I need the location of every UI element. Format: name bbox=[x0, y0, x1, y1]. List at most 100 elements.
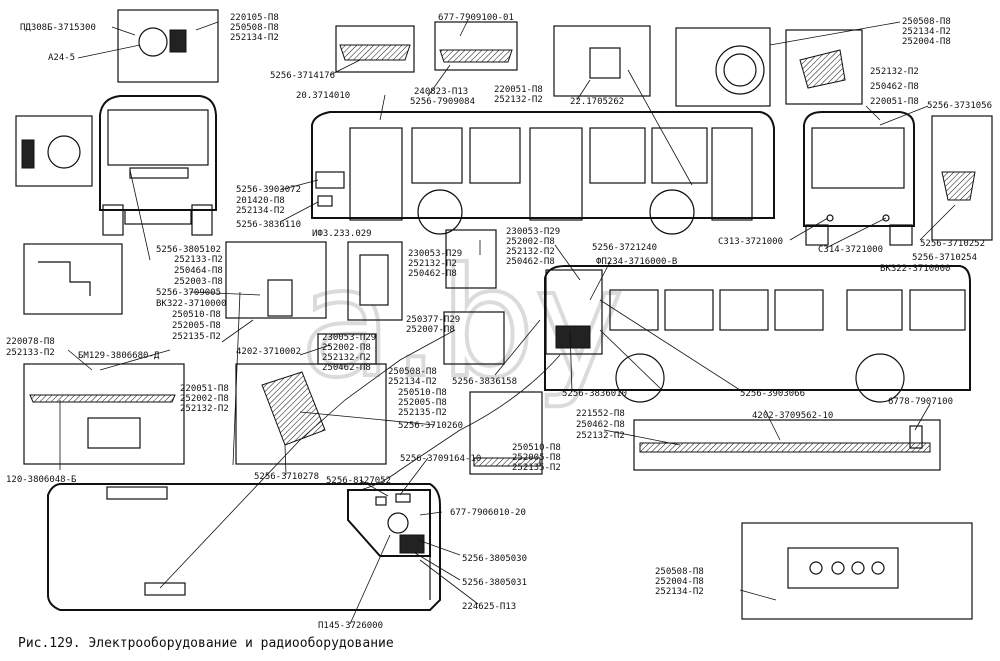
label-v5256-3805102: 5256-3805102 bbox=[156, 245, 221, 255]
figure-caption: Рис.129. Электрооборудование и радиообор… bbox=[18, 636, 394, 651]
label-v5256-3805030: 5256-3805030 bbox=[462, 554, 527, 564]
label-k15a: 250510-П8 bbox=[398, 388, 447, 398]
label-k16b: 250462-П8 bbox=[576, 420, 625, 430]
inset-cable-box bbox=[469, 391, 543, 475]
bus-side-view-lower bbox=[544, 265, 971, 403]
label-pd: ПД308Б-3715300 bbox=[20, 23, 96, 33]
label-k6a: 252133-П2 bbox=[174, 255, 223, 265]
label-v120: 120-3806048-Б bbox=[6, 475, 76, 485]
label-k1a: 220105-П8 bbox=[230, 13, 279, 23]
inset-radio-box bbox=[741, 522, 973, 620]
label-k12b: 252133-П2 bbox=[6, 348, 55, 358]
label-k2b: 252132-П2 bbox=[494, 95, 543, 105]
label-k4a: 252132-П2 bbox=[870, 67, 919, 77]
label-v5256-3836158: 5256-3836158 bbox=[452, 377, 517, 387]
label-k15c: 252135-П2 bbox=[398, 408, 447, 418]
label-v5256-3710278: 5256-3710278 bbox=[254, 472, 319, 482]
inset-relay-box bbox=[347, 241, 403, 321]
label-k13a: 220051-П8 bbox=[180, 384, 229, 394]
label-k17a: 250510-П8 bbox=[512, 443, 561, 453]
label-v6778: 6778-7907100 bbox=[888, 397, 953, 407]
label-k1b: 250508-П8 bbox=[230, 23, 279, 33]
bus-side-view bbox=[311, 111, 775, 235]
label-v5256-3836110: 5256-3836110 bbox=[236, 220, 301, 230]
label-v20-3714010: 20.3714010 bbox=[296, 91, 350, 101]
label-k9a: 230053-П29 bbox=[506, 227, 560, 237]
part-labels: ПД308Б-3715300 А24-5 220105-П8 250508-П8… bbox=[6, 13, 992, 631]
inset-bracket-box bbox=[785, 29, 863, 105]
label-p145: П145-3726000 bbox=[318, 621, 383, 631]
label-v677-7909100: 677-7909100-01 bbox=[438, 13, 514, 23]
label-k1c: 252134-П2 bbox=[230, 33, 279, 43]
label-k14b: 252134-П2 bbox=[388, 377, 437, 387]
label-k11d: 250462-П8 bbox=[322, 363, 371, 373]
label-k7b: 252005-П8 bbox=[172, 321, 221, 331]
label-k14a: 250508-П8 bbox=[388, 367, 437, 377]
label-k7c: 252135-П2 bbox=[172, 332, 221, 342]
label-k3a: 250508-П8 bbox=[902, 17, 951, 27]
inset-speaker-box bbox=[434, 21, 518, 71]
label-v5256-8127052: 5256-8127052 bbox=[326, 476, 391, 486]
label-v5256-3709164: 5256-3709164-10 bbox=[400, 454, 481, 464]
label-bm129: БМ129-3806680-Д bbox=[78, 351, 160, 361]
label-k15b: 252005-П8 bbox=[398, 398, 447, 408]
label-k16c: 252132-П2 bbox=[576, 431, 625, 441]
bus-rear-view bbox=[803, 111, 915, 246]
label-c313: С313-3721000 bbox=[718, 237, 783, 247]
label-v5256-3805031: 5256-3805031 bbox=[462, 578, 527, 588]
label-k9b: 252002-П8 bbox=[506, 237, 555, 247]
label-v5256-3714176: 5256-3714176 bbox=[270, 71, 335, 81]
label-k8c: 250462-П8 bbox=[408, 269, 457, 279]
watermark: a.by bbox=[300, 237, 624, 411]
inset-mirror-box bbox=[15, 115, 93, 187]
label-v4202-3709562: 4202-3709562-10 bbox=[752, 411, 833, 421]
label-k6c: 252003-П8 bbox=[174, 277, 223, 287]
label-c314: С314-3721000 bbox=[818, 245, 883, 255]
label-k10b: 252007-П8 bbox=[406, 325, 455, 335]
inset-ring-box bbox=[675, 27, 771, 107]
inset-lamp-box bbox=[335, 25, 415, 73]
label-v224625: 224625-П13 bbox=[462, 602, 516, 612]
inset-connector-box bbox=[443, 311, 505, 365]
label-k6b: 250464-П8 bbox=[174, 266, 223, 276]
label-k13b: 252002-П8 bbox=[180, 394, 229, 404]
label-k3b: 252134-П2 bbox=[902, 27, 951, 37]
label-v5256-3903066: 5256-3903066 bbox=[740, 389, 805, 399]
label-k3c: 252004-П8 bbox=[902, 37, 951, 47]
label-k12a: 220078-П8 bbox=[6, 337, 55, 347]
inset-fuse-box bbox=[545, 269, 603, 355]
label-k18a: 250508-П8 bbox=[655, 567, 704, 577]
label-k10a: 250377-П29 bbox=[406, 315, 460, 325]
label-k18b: 252004-П8 bbox=[655, 577, 704, 587]
label-v22-1705262: 22.1705262 bbox=[570, 97, 624, 107]
label-k4b: 250462-П8 bbox=[870, 82, 919, 92]
label-v5256-3710254: 5256-3710254 bbox=[912, 253, 977, 263]
label-a24: А24-5 bbox=[48, 53, 75, 63]
label-vk322b: ВК322-3710000 bbox=[156, 299, 226, 309]
label-k8a: 230053-П29 bbox=[408, 249, 462, 259]
label-v4202-3710002: 4202-3710002 bbox=[236, 347, 301, 357]
label-v5256-3721240: 5256-3721240 bbox=[592, 243, 657, 253]
label-k11a: 230053-П29 bbox=[322, 333, 376, 343]
label-v677-7906010: 677-7906010-20 bbox=[450, 508, 526, 518]
label-ifz: ИФЗ.233.029 bbox=[312, 229, 372, 239]
label-k5a: 201420-П8 bbox=[236, 196, 285, 206]
inset-rear-lamp-box bbox=[931, 115, 993, 241]
label-v5256-7909084: 5256-7909084 bbox=[410, 97, 475, 107]
inset-switch-box bbox=[117, 9, 219, 83]
inset-bracket2-box bbox=[445, 229, 497, 289]
ceiling-panel bbox=[47, 483, 441, 611]
label-k4c: 220051-П8 bbox=[870, 97, 919, 107]
label-v5256-3710260: 5256-3710260 bbox=[398, 421, 463, 431]
label-k8b: 252132-П2 bbox=[408, 259, 457, 269]
label-k2a: 220051-П8 bbox=[494, 85, 543, 95]
label-k5b: 252134-П2 bbox=[236, 206, 285, 216]
inset-bracket3-box bbox=[23, 243, 123, 315]
inset-horn-box bbox=[23, 363, 185, 465]
label-k9c: 252132-П2 bbox=[506, 247, 555, 257]
bus-front-view bbox=[99, 95, 217, 236]
inset-clamp-box bbox=[553, 25, 651, 97]
label-v5256-3709005: 5256-3709005 bbox=[156, 288, 221, 298]
label-k17b: 252005-П8 bbox=[512, 453, 561, 463]
